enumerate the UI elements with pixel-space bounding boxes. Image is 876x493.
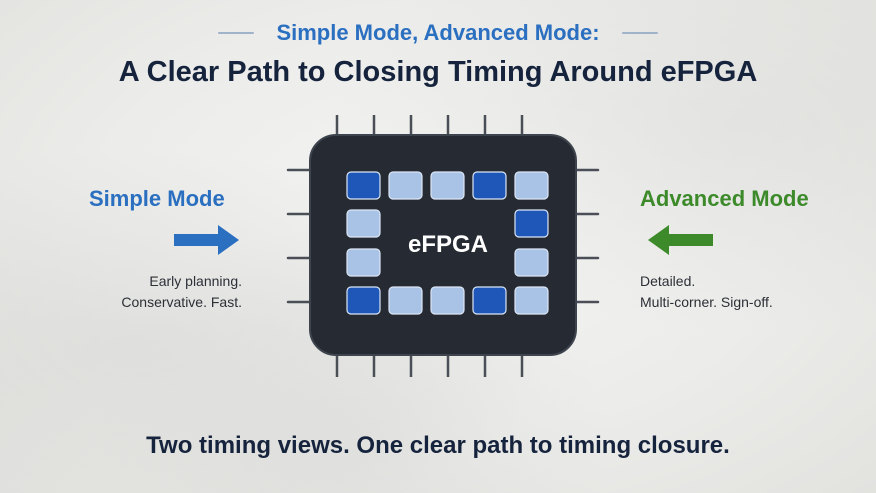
right-arrow-icon <box>174 225 239 255</box>
subtitle: Simple Mode, Advanced Mode: <box>276 20 600 45</box>
simple-mode-desc-line-1: Early planning. <box>149 273 242 289</box>
efpga-chip-icon: eFPGA <box>286 115 600 377</box>
advanced-mode-desc-line-1: Detailed. <box>640 273 696 289</box>
left-arrow-icon <box>648 225 713 255</box>
simple-mode-label: Simple Mode <box>89 186 225 211</box>
subtitle-row: Simple Mode, Advanced Mode: <box>0 18 876 48</box>
advanced-mode-desc-line-2: Multi-corner. Sign-off. <box>640 294 773 310</box>
advanced-mode-label: Advanced Mode <box>640 186 809 211</box>
simple-mode-description: Early planning. Conservative. Fast. <box>121 271 242 313</box>
simple-mode-desc-line-2: Conservative. Fast. <box>121 294 242 310</box>
chip-pins <box>286 115 600 377</box>
advanced-mode-description: Detailed. Multi-corner. Sign-off. <box>640 271 773 313</box>
chip-label: eFPGA <box>408 231 488 258</box>
right-decorative-rule <box>621 32 658 34</box>
chip-cells <box>346 171 549 315</box>
footer-tagline: Two timing views. One clear path to timi… <box>146 432 730 459</box>
page-title: A Clear Path to Closing Timing Around eF… <box>118 56 758 88</box>
left-decorative-rule <box>218 32 255 34</box>
